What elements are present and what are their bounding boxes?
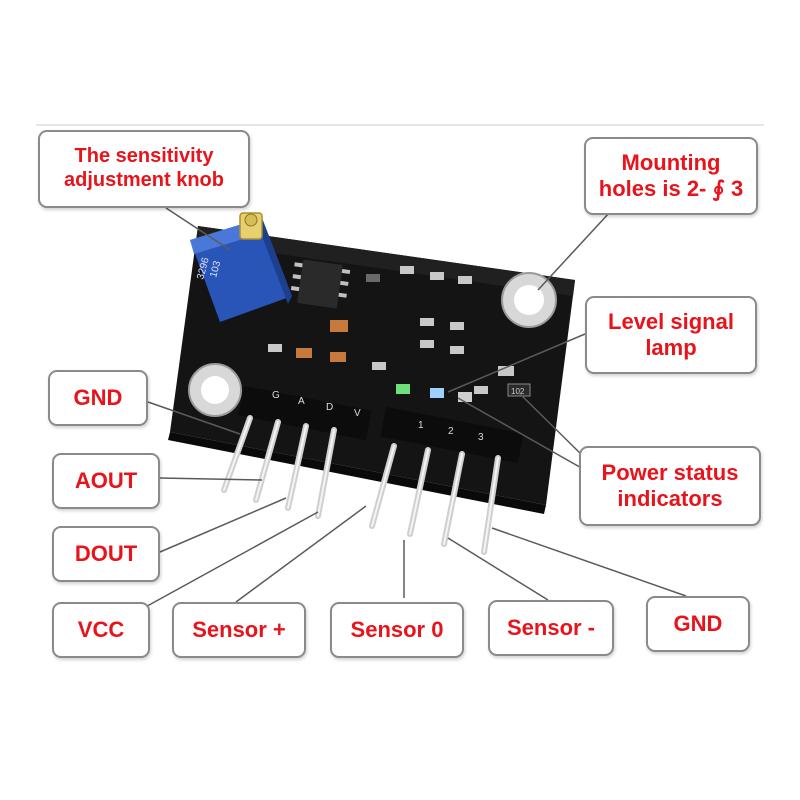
- callout-vcc-text: VCC: [77, 617, 125, 643]
- mark-2: 2: [448, 426, 454, 437]
- callout-mounting-line2: holes is 2- ∮ 3: [598, 176, 744, 201]
- leader-power-status-2: [457, 397, 586, 471]
- top-divider: [36, 124, 764, 126]
- header-pins: [221, 415, 501, 555]
- mark-1: 1: [418, 420, 424, 431]
- leader-aout: [159, 477, 263, 481]
- callout-sensor-zero: Sensor 0: [330, 602, 464, 658]
- callout-power-line2: indicators: [617, 486, 723, 511]
- callout-aout-text: AOUT: [74, 468, 138, 494]
- pin-sensor-minus: [441, 451, 465, 547]
- callout-sensor-minus: Sensor -: [488, 600, 614, 656]
- pin-gnd-left: [221, 415, 253, 493]
- callout-gnd-right-text: GND: [673, 611, 723, 637]
- leader-power-status-1: [517, 391, 586, 459]
- callout-power-status-indicators: Power status indicators: [579, 446, 761, 526]
- potentiometer: 3296 103: [190, 212, 292, 322]
- callout-sensitivity-line1: The sensitivity: [74, 145, 214, 168]
- comparator-chip: [290, 259, 351, 309]
- callout-level-line1: Level signal: [608, 309, 734, 335]
- callout-sensitivity-knob: The sensitivity adjustment knob: [38, 130, 250, 208]
- mark-3: 3: [478, 432, 484, 443]
- mark-a: A: [298, 396, 305, 407]
- leader-gnd-left: [147, 401, 241, 435]
- leader-lines: [139, 207, 687, 611]
- callout-level-line2: lamp: [645, 335, 697, 360]
- callout-sensitivity-line2: adjustment knob: [63, 169, 224, 191]
- leader-vcc: [139, 511, 319, 611]
- leader-sensor-minus: [447, 537, 549, 601]
- callout-gnd-right: GND: [646, 596, 750, 652]
- leader-level-lamp: [447, 333, 586, 393]
- callout-sensor-zero-text: Sensor 0: [350, 617, 444, 643]
- header-marks: G A D V 1 2 3: [272, 390, 484, 443]
- leader-sensitivity: [165, 207, 231, 251]
- resistor-marking: 102: [511, 387, 525, 396]
- mark-v: V: [354, 408, 361, 419]
- leader-sensor-plus: [235, 505, 367, 603]
- callout-power-line1: Power status: [601, 460, 739, 486]
- pin-sensor-zero: [407, 447, 431, 537]
- leader-gnd-right: [491, 527, 687, 597]
- mounting-hole-right: [501, 272, 557, 328]
- mounting-hole-left: [188, 363, 242, 417]
- callout-vcc: VCC: [52, 602, 150, 658]
- pin-aout: [253, 419, 281, 503]
- callout-sensor-plus: Sensor +: [172, 602, 306, 658]
- pin-vcc: [315, 427, 337, 519]
- callout-sensor-minus-text: Sensor -: [506, 615, 596, 641]
- callout-mounting-line1: Mounting: [621, 150, 721, 176]
- pin-sensor-plus: [369, 443, 397, 529]
- callout-sensor-plus-text: Sensor +: [192, 617, 286, 643]
- mark-g: G: [272, 390, 280, 401]
- mark-d: D: [326, 402, 333, 413]
- callout-dout-text: DOUT: [74, 541, 138, 567]
- smd-components: 102: [268, 266, 531, 397]
- callout-level-signal-lamp: Level signal lamp: [585, 296, 757, 374]
- status-leds: [396, 384, 472, 402]
- pin-dout: [285, 423, 309, 511]
- leader-mounting: [537, 211, 611, 291]
- callout-gnd-left: GND: [48, 370, 148, 426]
- leader-dout: [159, 497, 287, 553]
- callout-aout: AOUT: [52, 453, 160, 509]
- pot-marking-2: 103: [208, 259, 223, 278]
- callout-mounting-holes: Mounting holes is 2- ∮ 3: [584, 137, 758, 215]
- header-base-right: [380, 406, 524, 464]
- callout-gnd-left-text: GND: [73, 385, 123, 411]
- pin-gnd-right: [481, 455, 501, 555]
- header-base-left: [238, 385, 372, 441]
- callout-dout: DOUT: [52, 526, 160, 582]
